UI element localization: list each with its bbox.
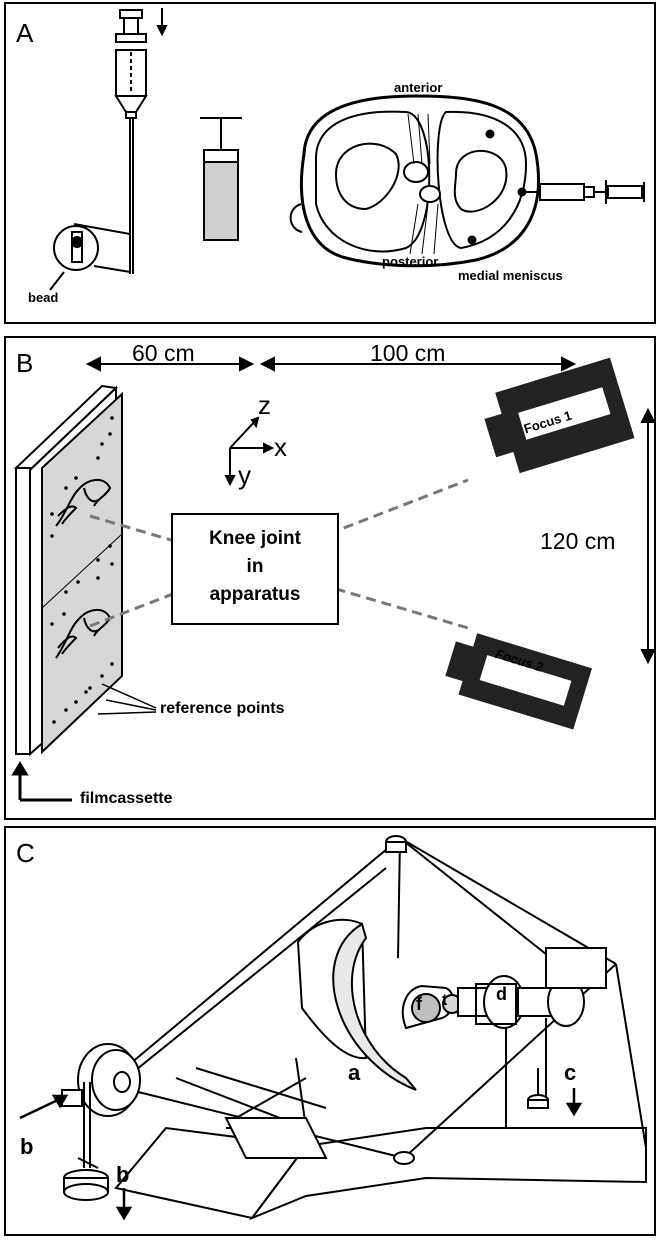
reference-dots [50,416,114,724]
film-cassette-plate [13,384,123,757]
knee-joint-text-line3: apparatus [209,584,301,605]
axis-x-label: x [274,432,287,462]
knee-joint-text-line2: in [246,556,264,577]
syringe-icon [200,117,242,241]
panel-b-label: B [16,348,34,378]
distance-arrows [85,356,656,665]
panel-a-drawing [49,8,645,291]
bead-label: bead [28,290,59,305]
focus-2-xray-tube-icon [445,633,592,730]
distance-60-label: 60 cm [132,340,195,366]
knee-xray-image-lower [55,609,112,659]
distance-120-label: 120 cm [540,528,616,554]
knee-xray-image-upper [55,479,112,527]
label-b-left: b [20,1134,34,1159]
medial-meniscus-label: medial meniscus [458,268,563,283]
coordinate-axes-icon [224,416,275,487]
anterior-label: anterior [394,80,443,95]
panel-b: B [4,336,656,820]
panel-c-drawing [19,835,647,1221]
knee-joint-box [171,513,339,625]
needle-icon [114,9,148,274]
load-arrows [19,1088,583,1221]
distance-100-label: 100 cm [370,340,446,366]
tibial-plateau-icon [289,94,540,268]
horizontal-syringe-icon [524,180,645,204]
knee-joint-text-line1: Knee joint [209,528,301,549]
axis-y-label: y [238,460,251,490]
panel-a: A [4,2,656,324]
label-c: c [564,1060,577,1085]
reference-points-label: reference points [160,700,285,717]
panel-c: C [4,826,656,1236]
label-b-bottom: b [116,1162,130,1187]
bead-magnifier-icon [49,223,131,291]
label-f: f [416,994,422,1014]
posterior-label: posterior [382,254,439,269]
panel-c-label: C [16,838,35,868]
label-d: d [496,984,507,1004]
knee-loading-apparatus-drawing [61,835,647,1221]
axis-z-label: z [258,390,271,420]
label-t: t [442,992,448,1009]
reference-points-pointer [97,683,157,715]
label-a: a [348,1060,361,1085]
film-cassette-arrow-icon [11,761,72,802]
film-cassette-label: filmcassette [80,790,173,807]
arrow-down-icon [156,8,168,37]
focus-1-xray-tube-icon [484,357,635,474]
panel-a-label: A [16,18,34,48]
panel-b-drawing [11,356,656,802]
